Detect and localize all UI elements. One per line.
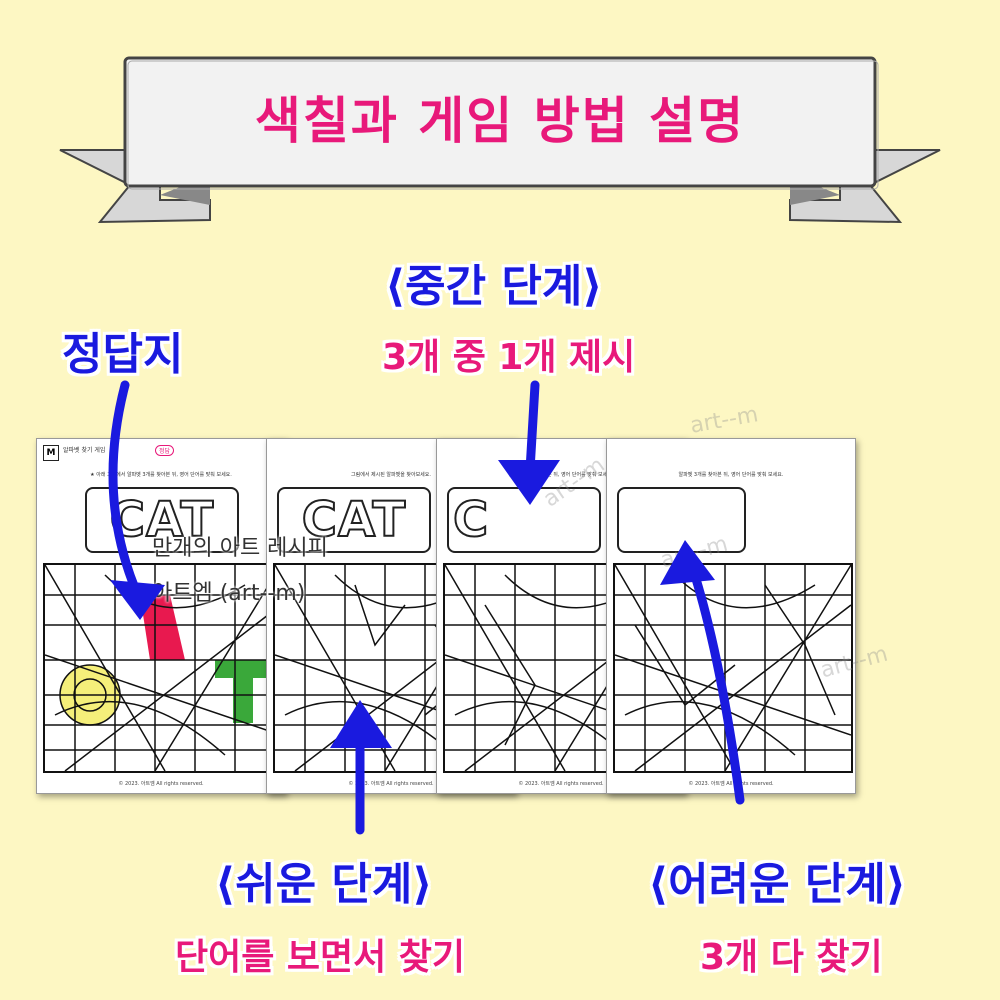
logo-icon: M [43,445,59,461]
worksheet-answer: M 알파벳 찾기 게임 정답 ★ 아래 그림에서 알파벳 3개를 찾아본 뒤, … [36,438,286,794]
overlay-line1: 만개의 아트 레시피 [152,536,328,561]
word-box: C [447,487,601,553]
sheet-footer: © 2023. 아트엠 All rights reserved. [118,781,204,787]
coloring-grid [613,563,853,773]
coloring-grid [273,563,513,773]
answer-badge: 정답 [155,445,175,456]
overlay-line2: 아트엠 (art--m) [152,581,306,606]
sheet-instruction: 알파벳 3개를 찾아본 뒤, 영어 단어를 맞춰 보세요. [508,472,614,478]
answer-label: 정답지 [62,329,184,380]
sheet-footer: © 2023. 아트엠 All rights reserved. [518,781,604,787]
easy-level-sub: 단어를 보면서 찾기 [175,937,466,978]
middle-level-title: ⟨중간 단계⟩ [385,261,603,312]
sheet-footer: © 2023. 아트엠 All rights reserved. [688,781,774,787]
sheet-instruction: 그림에서 제시된 알파벳을 찾아보세요. [351,472,431,478]
middle-level-sub: 3개 중 1개 제시 [382,337,636,378]
hard-level-title: ⟨어려운 단계⟩ [648,859,906,910]
word-display: C [452,491,490,549]
word-display: CAT [301,491,407,549]
sheet-instruction: 알파벳 3개를 찾아본 뒤, 영어 단어를 맞춰 보세요. [678,472,784,478]
watermark: art--m [688,402,761,439]
word-box: CAT [277,487,431,553]
ribbon-banner [59,56,941,224]
coloring-grid [43,563,283,773]
worksheet-hard: 알파벳 3개를 찾아본 뒤, 영어 단어를 맞춰 보세요. © 2023. 아트… [606,438,856,794]
sheet-instruction: ★ 아래 그림에서 알파벳 3개를 찾아본 뒤, 영어 단어를 맞춰 보세요. [90,472,232,478]
banner-title: 색칠과 게임 방법 설명 [254,92,746,150]
easy-level-title: ⟨쉬운 단계⟩ [215,859,433,910]
sheet-header: 알파벳 찾기 게임 [63,447,106,454]
sheet-footer: © 2023. 아트엠 All rights reserved. [348,781,434,787]
hard-level-sub: 3개 다 찾기 [700,937,883,978]
